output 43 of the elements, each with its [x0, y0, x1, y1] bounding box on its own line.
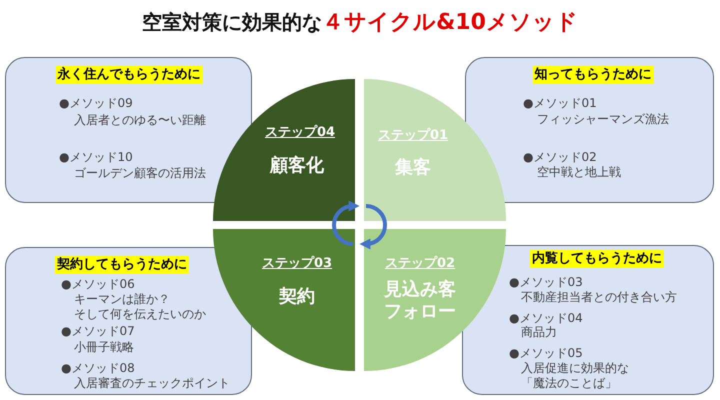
info-panel: [462, 245, 714, 395]
pie-quadrant: [364, 229, 506, 371]
highlighted-heading: 知ってもらうために: [532, 66, 654, 84]
curved-arrow: [359, 204, 387, 250]
method-number: ●メソッド04: [509, 311, 583, 326]
method-description: 不動産担当者との付き合い方: [521, 290, 677, 305]
method-number: ●メソッド01: [523, 96, 597, 111]
method-number: ●メソッド08: [61, 361, 135, 376]
step-name: 集客: [395, 157, 431, 179]
info-panel: [5, 57, 252, 203]
title: 空室対策に効果的な４サイクル&10メソッド: [142, 9, 578, 37]
method-number: ●メソッド10: [59, 150, 133, 165]
pie-quadrant: [213, 229, 355, 371]
step-name: 見込み客フォロー: [382, 279, 457, 323]
method-description: 空中戦と地上戦: [537, 165, 621, 180]
step-label: ステップ04: [264, 125, 336, 141]
highlighted-heading: 内覧してもらうために: [530, 250, 664, 268]
method-description: キーマンは誰か？そして何を伝えたいのか: [74, 292, 207, 322]
step-label: ステップ01: [378, 128, 448, 144]
highlighted-heading: 永く住んでもらうために: [56, 66, 202, 84]
step-name: 顧客化: [270, 155, 324, 177]
info-panel: [465, 57, 714, 203]
method-description: 商品力: [521, 325, 557, 340]
method-description: 入居促進に効果的な「魔法のことば」: [521, 361, 630, 391]
method-description: 小冊子戦略: [74, 340, 134, 355]
method-number: ●メソッド03: [509, 275, 583, 290]
method-number: ●メソッド05: [509, 346, 583, 361]
method-description: 入居者とのゆる〜い距離: [74, 113, 206, 128]
method-number: ●メソッド09: [59, 96, 133, 111]
method-description: フィッシャーマンズ漁法: [537, 112, 669, 127]
method-number: ●メソッド06: [61, 277, 135, 292]
pie-quadrant: [364, 79, 506, 221]
method-description: 入居審査のチェックポイント: [74, 376, 230, 391]
step-label: ステップ02: [384, 256, 456, 272]
step-label: ステップ03: [262, 256, 332, 272]
highlighted-heading: 契約してもらうために: [55, 256, 189, 274]
method-number: ●メソッド02: [523, 150, 597, 165]
method-number: ●メソッド07: [61, 324, 135, 339]
info-panel: [5, 247, 252, 395]
curved-arrow: [332, 200, 360, 246]
method-description: ゴールデン顧客の活用法: [74, 166, 206, 181]
step-name: 契約: [279, 286, 315, 308]
pie-quadrant: [213, 79, 355, 221]
